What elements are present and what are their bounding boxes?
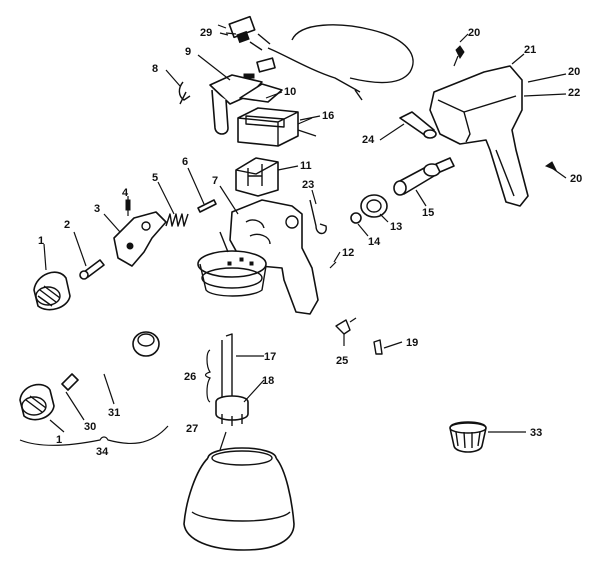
callout-11: 11 bbox=[300, 160, 312, 172]
callout-6: 6 bbox=[182, 156, 188, 168]
callout-30: 30 bbox=[84, 421, 96, 433]
nozzle-tube-part bbox=[393, 157, 455, 196]
pin-part bbox=[197, 199, 217, 213]
ring-part bbox=[309, 199, 327, 235]
callout-26: 26 bbox=[184, 371, 196, 383]
coupling-part bbox=[360, 194, 388, 218]
callout-22: 22 bbox=[568, 87, 580, 99]
screw-20-parts bbox=[453, 45, 558, 171]
screw-12-part bbox=[329, 261, 337, 269]
callout-20-right-lower: 20 bbox=[570, 173, 582, 185]
switch-bracket-part bbox=[209, 57, 283, 135]
nozzle-cap-part-upper bbox=[33, 271, 71, 311]
callout-25: 25 bbox=[336, 355, 348, 367]
power-cord-part bbox=[217, 15, 414, 101]
callout-7: 7 bbox=[212, 175, 218, 187]
gun-body-part bbox=[197, 199, 319, 315]
callout-10: 10 bbox=[284, 86, 296, 98]
filter-part bbox=[449, 421, 487, 453]
callout-5: 5 bbox=[152, 172, 158, 184]
callout-17: 17 bbox=[264, 351, 276, 363]
tip-part bbox=[61, 373, 79, 391]
pump-plate-part bbox=[113, 211, 167, 267]
paint-cup-part bbox=[183, 447, 295, 551]
screw-part bbox=[125, 199, 131, 216]
callout-29: 29 bbox=[200, 27, 212, 39]
callout-1-upper: 1 bbox=[38, 235, 44, 247]
washer-part bbox=[350, 212, 362, 224]
callout-13: 13 bbox=[390, 221, 402, 233]
callout-15: 15 bbox=[422, 207, 434, 219]
callout-18: 18 bbox=[262, 375, 274, 387]
callout-8: 8 bbox=[152, 63, 158, 75]
callout-12: 12 bbox=[342, 247, 354, 259]
spring-part bbox=[165, 213, 189, 227]
handle-cover-part bbox=[429, 65, 529, 207]
callout-19: 19 bbox=[406, 337, 418, 349]
piston-part bbox=[79, 259, 105, 280]
callout-34: 34 bbox=[96, 446, 109, 458]
callout-4: 4 bbox=[122, 187, 129, 199]
small-cap-part bbox=[132, 331, 160, 357]
callout-labels: 29 20 9 8 21 20 22 10 16 24 6 11 5 4 7 2… bbox=[38, 27, 582, 458]
callout-2: 2 bbox=[64, 219, 70, 231]
callout-20-top: 20 bbox=[468, 27, 480, 39]
leader-lines bbox=[19, 32, 567, 451]
callout-21: 21 bbox=[524, 44, 536, 56]
callout-20-right-upper: 20 bbox=[568, 66, 580, 78]
callout-31: 31 bbox=[108, 407, 120, 419]
callout-24: 24 bbox=[362, 134, 375, 146]
callout-27: 27 bbox=[186, 423, 198, 435]
fastener-19-part bbox=[373, 339, 383, 355]
callout-16: 16 bbox=[322, 110, 334, 122]
callout-1-lower: 1 bbox=[56, 434, 62, 446]
callout-9: 9 bbox=[185, 46, 191, 58]
callout-3: 3 bbox=[94, 203, 100, 215]
suction-tube-part bbox=[215, 333, 249, 426]
callout-33: 33 bbox=[530, 427, 542, 439]
magnet-part bbox=[235, 157, 279, 197]
coil-block-part bbox=[237, 107, 317, 147]
callout-14: 14 bbox=[368, 236, 381, 248]
nozzle-cap-part-lower bbox=[19, 383, 55, 421]
clip-part bbox=[178, 81, 191, 105]
fastener-25-part bbox=[335, 317, 357, 335]
callout-23: 23 bbox=[302, 179, 314, 191]
valve-stem-part bbox=[399, 111, 437, 139]
